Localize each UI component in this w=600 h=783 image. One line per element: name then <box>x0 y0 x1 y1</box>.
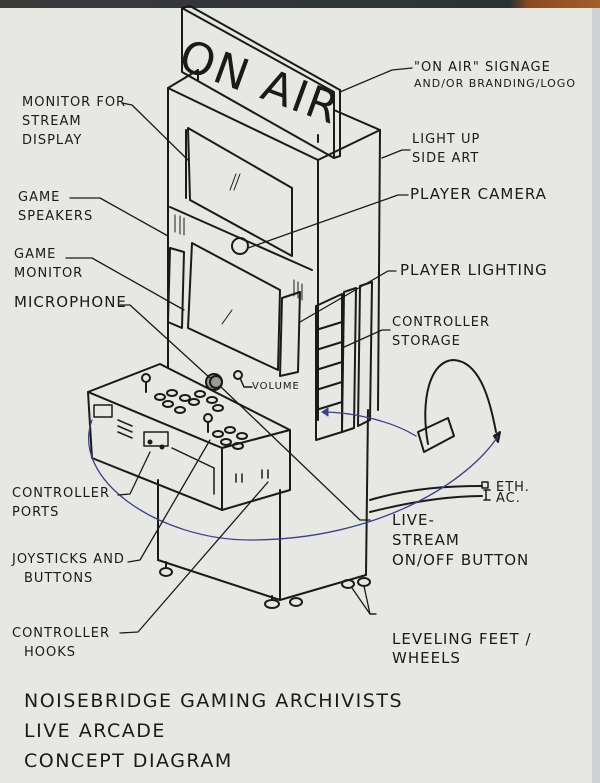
label-controller-ports: Controller Ports <box>12 484 110 522</box>
volume-knob <box>233 370 243 380</box>
label-controller-storage: Controller Storage <box>392 313 490 351</box>
label-game-monitor: Game Monitor <box>14 245 83 283</box>
label-line: Wheels <box>392 649 461 667</box>
label-player-lighting: Player Lighting <box>400 261 548 280</box>
leader-lines <box>65 67 413 634</box>
label-monitor-stream-display: Monitor for Stream Display <box>22 93 126 150</box>
label-line: Stream <box>392 531 460 549</box>
label-line: Buttons <box>24 571 94 586</box>
label-line: Display <box>22 133 83 148</box>
label-line: Controller <box>12 486 110 501</box>
external-controller <box>417 359 501 453</box>
background-table-edge <box>0 0 600 10</box>
label-microphone: MicroPhone <box>14 293 127 312</box>
label-line: Joysticks and <box>12 552 125 567</box>
cabinet-base <box>157 409 371 609</box>
label-light-up-side-art: Light Up Side Art <box>412 130 480 168</box>
label-line: Speakers <box>18 209 94 224</box>
label-line: Controller <box>12 626 110 641</box>
label-line: Stream <box>22 114 82 129</box>
label-line: Monitor for <box>22 95 127 110</box>
paper-edge <box>592 8 600 783</box>
live-stream-button-shape <box>209 375 223 389</box>
label-line: Live- <box>392 511 435 529</box>
control-panel <box>87 363 291 511</box>
stream-monitor <box>185 127 293 257</box>
label-line: Ports <box>12 505 60 520</box>
label-line: MicroPhone <box>14 293 127 311</box>
blue-path-arc <box>88 419 499 541</box>
label-line: On/Off Button <box>392 551 530 569</box>
label-line: Controller <box>392 315 490 330</box>
label-live-stream-button: Live- Stream On/Off Button <box>392 510 529 570</box>
label-line: AC. <box>496 491 521 506</box>
label-line: Game <box>14 247 57 262</box>
label-on-air-signage: "ON AIR" Signage and/or Branding/Logo <box>414 58 576 91</box>
label-line: Game <box>18 190 61 205</box>
title-line-3: Concept Diagram <box>24 750 233 772</box>
label-leveling-feet: Leveling Feet / Wheels <box>392 630 532 668</box>
cabinet-top <box>167 69 381 421</box>
title-line-1: NoiseBridge Gaming Archivists <box>24 690 404 712</box>
label-game-speakers: Game Speakers <box>18 188 93 226</box>
label-line: Eth. <box>496 480 530 495</box>
controller-storage-shape <box>315 281 373 441</box>
label-line: Side Art <box>412 151 480 166</box>
label-line: Hooks <box>24 645 77 660</box>
label-line: Leveling Feet / <box>392 630 532 648</box>
label-line: Player Lighting <box>400 261 548 279</box>
label-line: Light Up <box>412 132 481 147</box>
label-ac-power: AC. <box>496 489 521 508</box>
label-player-camera: Player Camera <box>410 185 547 204</box>
game-monitor-panel <box>167 206 313 377</box>
label-line: Storage <box>392 334 461 349</box>
volume-label: Volume <box>252 381 300 392</box>
cables <box>369 481 491 513</box>
label-joysticks-buttons: Joysticks and Buttons <box>12 550 125 588</box>
label-ethernet: Eth. <box>496 478 530 497</box>
on-air-sign <box>181 5 341 159</box>
label-line: Player Camera <box>410 185 547 203</box>
label-line: Monitor <box>14 266 84 281</box>
label-line: and/or Branding/Logo <box>414 77 576 90</box>
title-line-2: Live Arcade <box>24 720 166 742</box>
label-line: "ON AIR" Signage <box>414 60 551 75</box>
label-controller-hooks: Controller Hooks <box>12 624 110 662</box>
